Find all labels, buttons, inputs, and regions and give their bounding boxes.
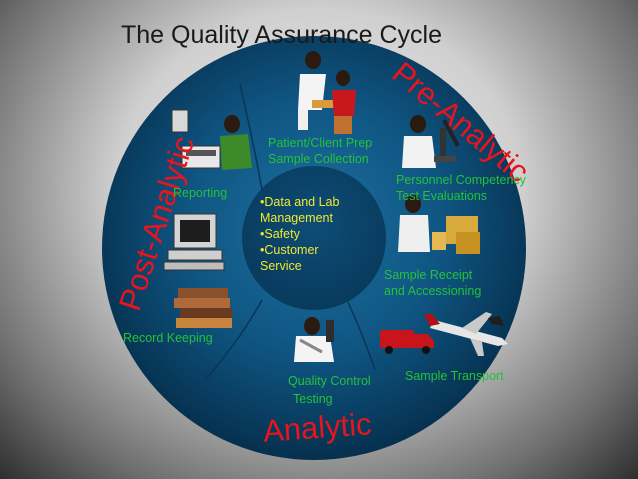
personnel-line2: Test Evaluations <box>396 189 488 203</box>
sample-receipt-line2: and Accessioning <box>384 284 482 298</box>
books-icon <box>174 288 232 328</box>
center-item-customer-line2: Service <box>260 259 302 273</box>
sample-transport-label: Sample Transport <box>405 369 504 383</box>
quality-control-label: Quality Control Testing <box>288 373 371 407</box>
divider-upper-left <box>239 83 263 191</box>
reporting-icon <box>171 109 252 170</box>
patient-prep-label: Patient/Client Prep Sample Collection <box>268 135 372 167</box>
sample-receipt-icon <box>398 195 480 254</box>
microscope-icon <box>402 115 460 168</box>
center-item-data-line2: Management <box>260 211 333 225</box>
personnel-line1: Personnel Competency <box>396 173 526 187</box>
airplane-icon <box>424 312 508 356</box>
center-item-data-line1: •Data and Lab <box>260 195 340 209</box>
personnel-label: Personnel Competency Test Evaluations <box>396 172 526 204</box>
center-item-safety: •Safety <box>260 227 300 241</box>
sample-receipt-line1: Sample Receipt <box>384 268 473 282</box>
patient-prep-line1: Patient/Client Prep <box>268 136 373 150</box>
center-topics: •Data and Lab Management •Safety •Custom… <box>260 194 370 274</box>
analytic-text: Analytic <box>261 406 373 449</box>
patient-prep-line2: Sample Collection <box>268 152 369 166</box>
delivery-truck-icon <box>380 330 434 354</box>
quality-control-icon <box>294 317 334 362</box>
patient-prep-icon <box>298 51 356 134</box>
computer-icon <box>163 213 225 271</box>
quality-control-line2: Testing <box>293 392 333 406</box>
divider-lower-right <box>347 301 376 371</box>
divider-lower-left <box>204 299 263 381</box>
center-item-customer-line1: •Customer <box>260 243 319 257</box>
analytic-label: Analytic <box>262 406 373 449</box>
record-keeping-label: Record Keeping <box>123 331 213 345</box>
diagram-title: The Quality Assurance Cycle <box>121 21 442 49</box>
sample-receipt-label: Sample Receipt and Accessioning <box>384 267 481 299</box>
reporting-label: Reporting <box>173 186 228 200</box>
quality-control-line1: Quality Control <box>288 374 371 388</box>
inner-hub <box>242 166 386 310</box>
